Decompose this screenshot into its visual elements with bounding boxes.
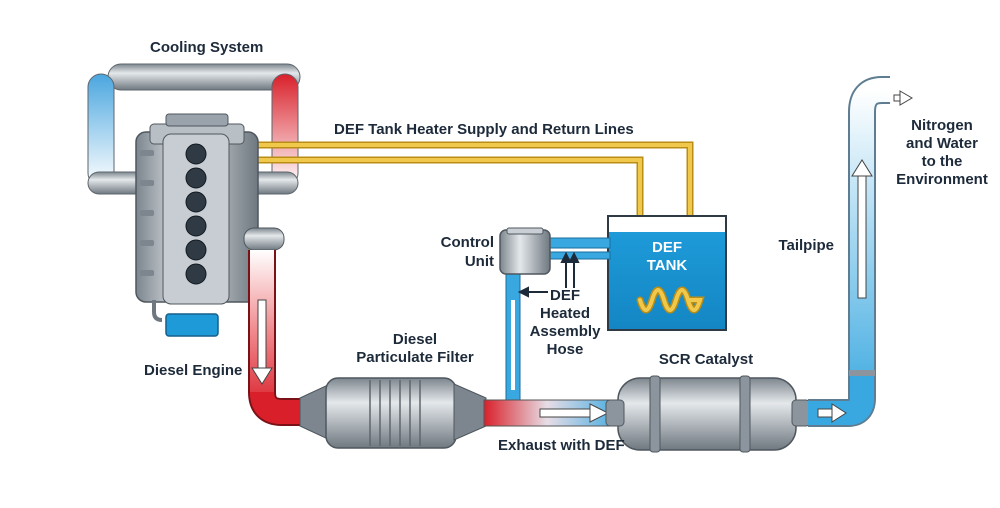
def-tank: DEF TANK [607,215,727,331]
label-nitrogen-line2: and Water [906,135,978,152]
scr-outlet [791,399,811,427]
control-unit-cap [506,227,544,235]
hose-pointer-3-head [517,286,529,298]
engine-cylinders [185,143,207,285]
cooling-right-pipe [271,73,299,187]
tailpipe-flow-arrow [851,159,873,177]
scr-band-2 [739,375,751,453]
exhaust-mixing-pipe [483,399,625,427]
hose-pointer-2-head [568,251,580,263]
dpf-outlet-cone [453,383,487,441]
tailpipe-lower [808,372,874,425]
engine-fin-4 [140,240,154,246]
label-dpf-line2: Particulate Filter [356,349,474,366]
engine-fin-3 [140,210,154,216]
label-hose-line2: Heated [540,305,590,322]
cylinder-6 [185,263,207,285]
exhaust-pipe-bend [250,391,330,424]
diesel-engine [135,113,285,337]
engine-dipstick [152,300,163,322]
tailpipe-clamp [849,370,875,376]
tailpipe-flow-shaft [857,173,867,299]
cylinder-5 [185,239,207,261]
mixing-flow-arrow [589,403,610,423]
label-diesel-engine: Diesel Engine [144,362,242,379]
diagram-labels: Cooling System DEF Tank Heater Supply an… [144,39,988,454]
outlet-flow-arrow [831,403,847,423]
label-tailpipe: Tailpipe [778,237,834,254]
def-heater-coil [638,288,703,312]
def-tank-fluid [609,232,725,329]
label-hose-line1: DEF [550,287,580,304]
exhaust-manifold [243,227,285,251]
label-control-unit-line1: Control [441,234,494,251]
scr-catalyst [605,375,811,453]
control-unit-body [499,229,551,275]
cooling-top-pipe [107,63,301,91]
label-nitrogen-line3: to the [922,153,963,170]
cylinder-1 [185,143,207,165]
label-hose-line3: Assembly [530,323,602,340]
label-def-lines: DEF Tank Heater Supply and Return Lines [334,121,634,138]
label-dpf-line1: Diesel [393,331,437,348]
label-control-unit-line2: Unit [465,253,494,270]
label-nitrogen-line4: Environment [896,171,988,188]
scr-inlet [605,399,625,427]
engine-fin-2 [140,180,154,186]
def-hose-flow-indicator [511,300,515,390]
label-hose-line4: Hose [547,341,584,358]
engine-fin-1 [140,150,154,156]
cylinder-4 [185,215,207,237]
dpf-body [325,377,457,449]
cylinder-2 [185,167,207,189]
tailpipe [808,76,913,427]
label-scr-catalyst: SCR Catalyst [659,351,753,368]
exhaust-flow-arrow [251,367,273,385]
cylinder-3 [185,191,207,213]
hose-label-pointers [517,251,580,298]
control-unit [499,227,551,275]
mixing-flow-shaft [539,408,593,418]
def-tank-label-line1: DEF [652,239,682,256]
cooling-left-pipe [87,73,115,187]
engine-oil-pan [165,313,219,337]
engine-fin-5 [140,270,154,276]
exhaust-flow-shaft [257,299,267,371]
def-tank-label-line2: TANK [647,257,688,274]
scr-body [617,377,797,451]
label-nitrogen-line1: Nitrogen [911,117,973,134]
exhaust-pipe-hot [248,250,330,426]
exhaust-pipe-fill [250,250,330,424]
label-exhaust-with-def: Exhaust with DEF [498,437,625,454]
hose-pointer-1-head [560,251,572,263]
diesel-particulate-filter [299,377,487,449]
exit-flow-arrow [899,90,913,106]
def-pipe-tank-to-unit [547,237,611,249]
label-cooling-system: Cooling System [150,39,263,56]
engine-valve-cover [165,113,229,127]
scr-band-1 [649,375,661,453]
